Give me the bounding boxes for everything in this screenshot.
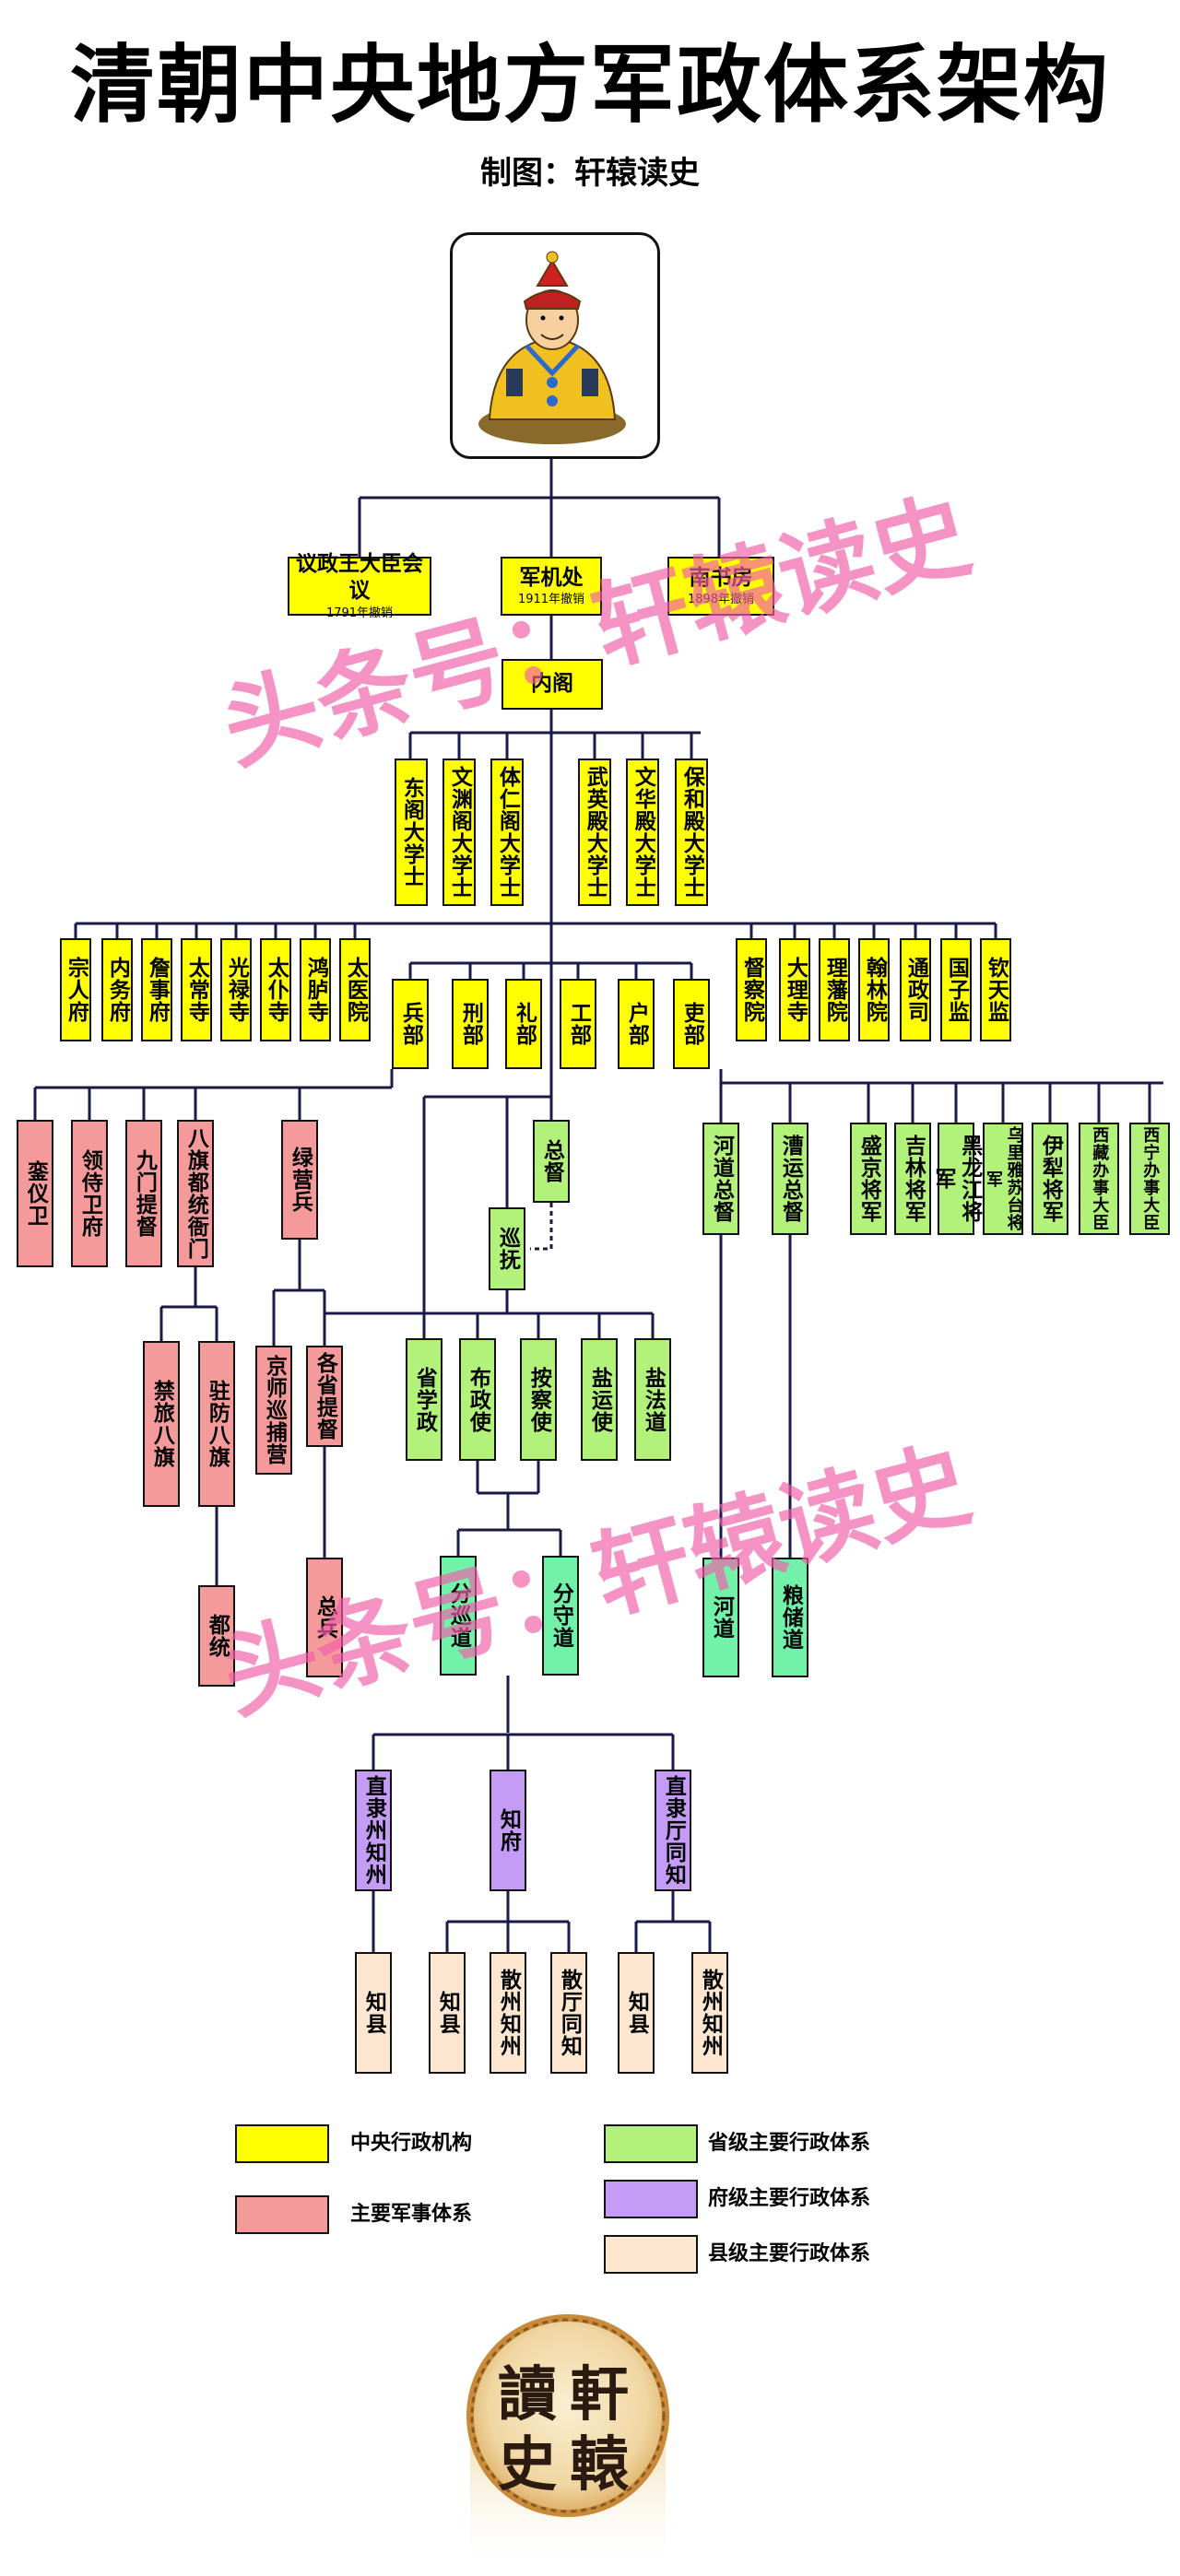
military-office: 九门提督 [125,1120,162,1267]
emperor-portrait-icon [478,251,626,444]
office-neige: 内阁 [502,659,603,710]
central-office: 太仆寺 [260,938,291,1041]
grand-secretary: 保和殿大学士 [675,759,708,906]
general: 吉林将军 [894,1123,931,1235]
central-office: 翰林院 [858,938,890,1041]
general: 黑龙江将军 [931,1123,982,1235]
prefecture-office: 知府 [490,1770,526,1891]
page-title: 清朝中央地方军政体系架构 [69,36,1110,135]
page-subtitle: 制图：轩辕读史 [480,155,700,192]
central-office: 太医院 [339,938,371,1041]
general: 盛京将军 [850,1123,887,1235]
legend-label: 县级主要行政体系 [708,2242,871,2265]
legend-swatch-provincial [604,2124,698,2163]
office-yizheng: 议政王大臣会议 1791年撤销 [288,552,431,620]
central-office: 理藩院 [819,938,850,1041]
circuit: 分守道 [542,1556,579,1676]
zongbing: 总兵 [306,1558,343,1677]
provincial-office: 省学政 [406,1338,442,1461]
county-office: 散州知州 [490,1952,526,2074]
central-office: 光禄寺 [220,938,252,1041]
grand-secretary: 文渊阁大学士 [442,759,476,906]
provincial-office: 按察使 [520,1338,557,1461]
office-note: 1911年撤销 [517,593,585,607]
legend-label: 省级主要行政体系 [708,2132,871,2155]
board-li-personnel: 吏部 [673,979,710,1069]
central-office: 督察院 [736,938,767,1041]
military-office: 八旗都统衙门 [177,1120,214,1267]
grand-secretary: 武英殿大学士 [578,759,611,906]
legend-label: 中央行政机构 [350,2132,473,2155]
general: 西宁办事大臣 [1129,1123,1170,1235]
dutong: 都统 [198,1585,235,1687]
provincial-office: 布政使 [459,1338,496,1461]
county-office: 散州知州 [691,1952,728,2074]
prefecture-office: 直隶厅同知 [655,1770,691,1891]
county-office: 知县 [618,1952,655,2074]
grand-secretary: 体仁阁大学士 [490,759,524,906]
central-office: 鸿胪寺 [300,938,331,1041]
seal-char: 史 [498,2430,557,2500]
legend-swatch-prefecture [604,2180,698,2218]
board-li: 礼部 [505,979,542,1069]
legend-swatch-military [235,2195,329,2234]
river-circuit: 河道 [702,1558,739,1677]
county-office: 散厅同知 [550,1952,587,2074]
office-nanshufang: 南书房 1898年撤销 [667,557,774,616]
grand-secretary: 文华殿大学士 [626,759,659,906]
office-name: 议政王大臣会议 [296,552,423,603]
military-office: 銮仪卫 [17,1120,53,1267]
military-office: 领侍卫府 [71,1120,108,1267]
central-office: 太常寺 [181,938,212,1041]
seal-char: 轅 [570,2430,629,2500]
general: 乌里雅苏台将军 [983,1123,1024,1235]
central-office: 詹事府 [141,938,172,1041]
central-office: 宗人府 [60,938,91,1041]
board-bing: 兵部 [392,979,429,1069]
seal-medallion-icon [466,2314,669,2576]
seal-char: 軒 [570,2360,629,2429]
circuit: 分巡道 [440,1556,477,1676]
board-gong: 工部 [560,979,596,1069]
grand-secretary: 东阁大学士 [395,759,428,906]
banner-army: 驻防八旗 [198,1341,235,1507]
county-office: 知县 [429,1952,466,2074]
office-note: 1791年撤销 [325,606,394,620]
legend-swatch-central [235,2124,329,2163]
county-office: 知县 [355,1952,392,2074]
legend-swatch-county [604,2235,698,2274]
office-name: 南书房 [689,565,753,590]
central-office: 国子监 [940,938,972,1041]
grain-governor: 漕运总督 [772,1123,808,1235]
green-standard-army: 绿营兵 [281,1120,318,1240]
central-office: 大理寺 [779,938,810,1041]
prefecture-office: 直隶州知州 [355,1770,392,1891]
general: 西藏办事大臣 [1079,1123,1119,1235]
provincial-office: 盐运使 [581,1338,618,1461]
seal-char: 讀 [498,2360,557,2429]
emperor-portrait-frame [450,232,660,459]
general: 伊犁将军 [1032,1123,1068,1235]
banner-army: 禁旅八旗 [143,1341,180,1507]
seal-medallion: 讀 軒 史 轅 [461,2309,675,2576]
central-office: 钦天监 [980,938,1011,1041]
office-name: 军机处 [519,565,584,590]
office-junjichu: 军机处 1911年撤销 [501,557,602,616]
central-office: 通政司 [900,938,931,1041]
governor: 巡抚 [489,1207,525,1290]
grain-circuit: 粮储道 [772,1558,808,1677]
river-governor: 河道总督 [702,1123,739,1235]
governor-general: 总督 [533,1120,570,1203]
board-xing: 刑部 [452,979,489,1069]
provincial-office: 盐法道 [634,1338,671,1461]
board-hu: 户部 [618,979,655,1069]
legend-label: 府级主要行政体系 [708,2187,871,2210]
legend-label: 主要军事体系 [350,2203,473,2226]
green-branch: 京师巡捕营 [255,1346,292,1475]
green-branch: 各省提督 [306,1346,343,1447]
central-office: 内务府 [101,938,133,1041]
office-note: 1898年撤销 [687,593,755,607]
